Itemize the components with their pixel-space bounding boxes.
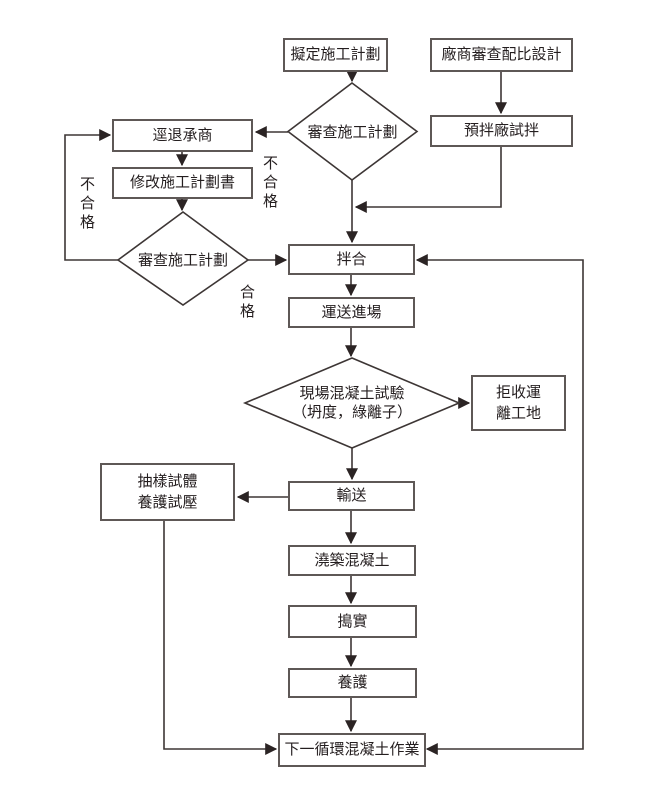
edge-label-fail-upper: 不合格 xyxy=(262,154,278,210)
edge-trial-to-mainline xyxy=(354,147,502,213)
node-tamp: 搗實 xyxy=(288,605,417,638)
edge-label-pass: 合格 xyxy=(239,283,255,320)
node-sampling-curing: 抽樣試體 養護試壓 xyxy=(100,463,235,521)
node-vendor-mix-design: 廠商審查配比設計 xyxy=(430,38,573,72)
node-mix: 拌合 xyxy=(288,244,415,275)
diamond-review-plan-1 xyxy=(286,81,419,182)
diamond-site-test xyxy=(242,357,462,449)
node-reject-contractor: 逕退承商 xyxy=(112,119,253,152)
node-next-cycle: 下一循環混凝土作業 xyxy=(278,733,426,767)
edge-review2-fail-loop xyxy=(64,129,118,261)
node-pour-concrete: 澆築混凝土 xyxy=(288,545,416,576)
edge-right-feedback xyxy=(415,254,584,755)
node-plan: 擬定施工計劃 xyxy=(283,38,388,72)
node-trial-mix: 預拌廠試拌 xyxy=(430,115,573,147)
diamond-review-plan-2 xyxy=(116,211,250,306)
edge-label-fail-left: 不合格 xyxy=(79,175,95,231)
node-refuse-removal: 拒收運 離工地 xyxy=(471,375,566,431)
node-cure: 養護 xyxy=(288,668,417,698)
node-convey: 輸送 xyxy=(288,481,415,511)
node-revise-plan: 修改施工計劃書 xyxy=(112,167,253,199)
edge-sampling-to-next xyxy=(163,521,278,755)
node-transport-to-site: 運送進場 xyxy=(288,297,415,328)
